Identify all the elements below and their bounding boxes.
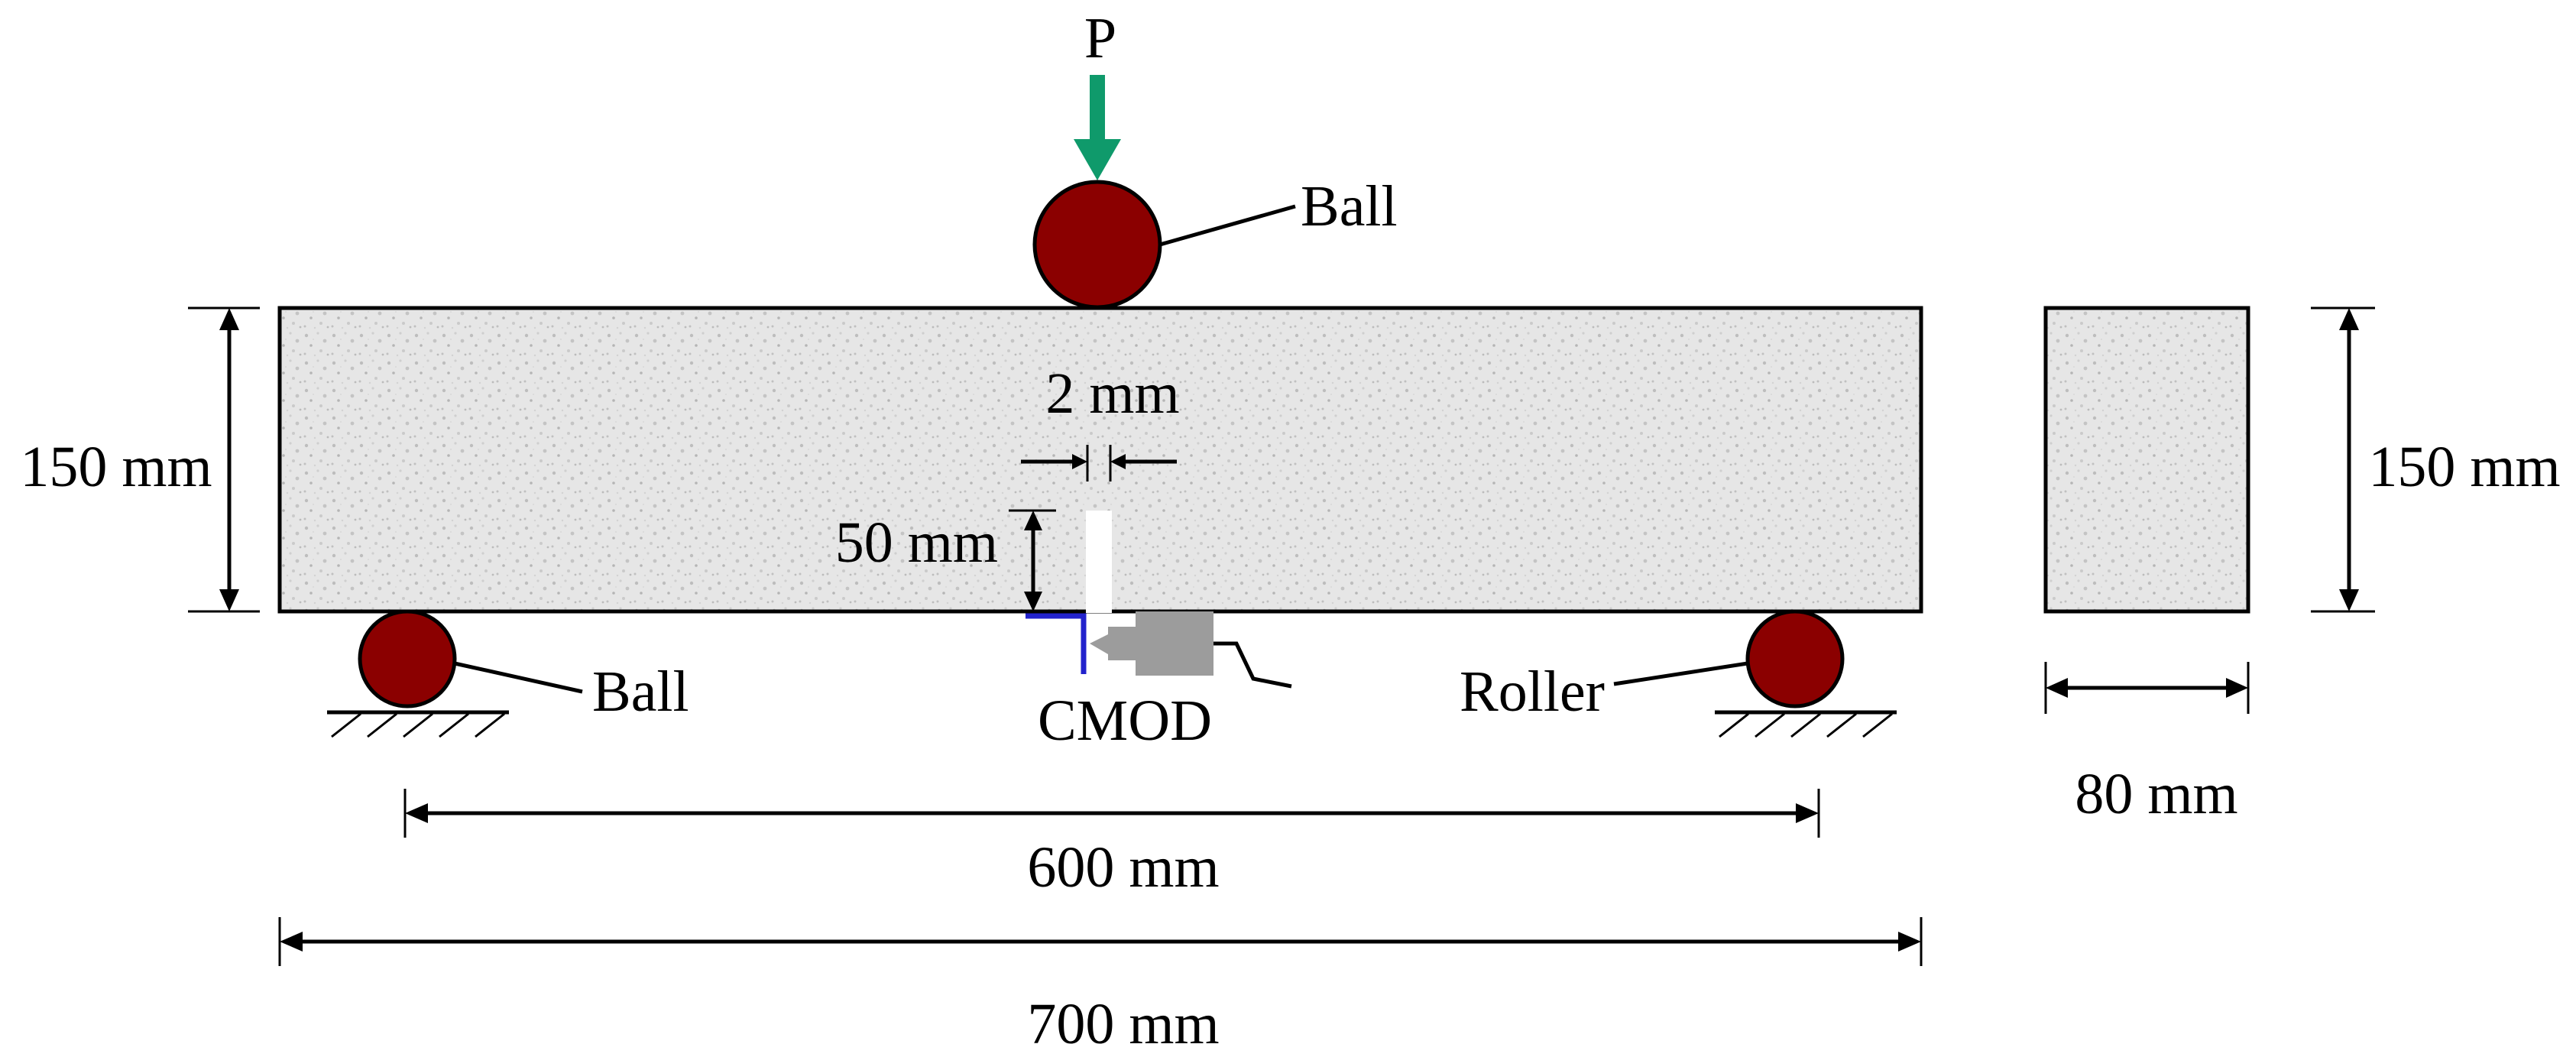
- span-dimension: [403, 789, 1820, 838]
- section-height-label: 150 mm: [2368, 435, 2560, 499]
- right-ground-hatch: [1715, 710, 1897, 738]
- displacement-sensor: [1090, 611, 1292, 689]
- notch-width-dimension: [1021, 445, 1177, 481]
- notch: [1086, 511, 1112, 613]
- length-label: 700 mm: [1027, 992, 1219, 1056]
- cmod-label: CMOD: [1038, 689, 1212, 753]
- load-arrow: [1074, 75, 1121, 180]
- cross-section: [2043, 306, 2250, 614]
- length-dimension: [278, 917, 1923, 966]
- notch-width-label: 2 mm: [1045, 362, 1179, 426]
- top-ball: [1032, 180, 1162, 310]
- section-height-dimension: [2311, 306, 2375, 613]
- section-width-label: 80 mm: [2075, 762, 2237, 826]
- beam-height-label: 150 mm: [20, 435, 212, 499]
- clip-gauge: [1026, 613, 1087, 674]
- right-roller-label: Roller: [1460, 660, 1605, 724]
- right-roller-leader: [1613, 661, 1748, 686]
- section-width-dimension: [2044, 662, 2250, 714]
- beam-height-dimension: [188, 306, 260, 613]
- notch-depth-label: 50 mm: [835, 511, 998, 575]
- notch-depth-dimension: [1009, 509, 1056, 611]
- left-ball: [358, 609, 457, 708]
- left-ball-label: Ball: [592, 660, 689, 724]
- top-ball-leader: [1159, 204, 1296, 247]
- load-label: P: [1084, 6, 1116, 70]
- left-ground-hatch: [327, 710, 509, 738]
- right-roller: [1745, 609, 1845, 708]
- span-label: 600 mm: [1027, 835, 1219, 900]
- top-ball-label: Ball: [1301, 174, 1398, 238]
- left-ball-leader: [454, 661, 583, 694]
